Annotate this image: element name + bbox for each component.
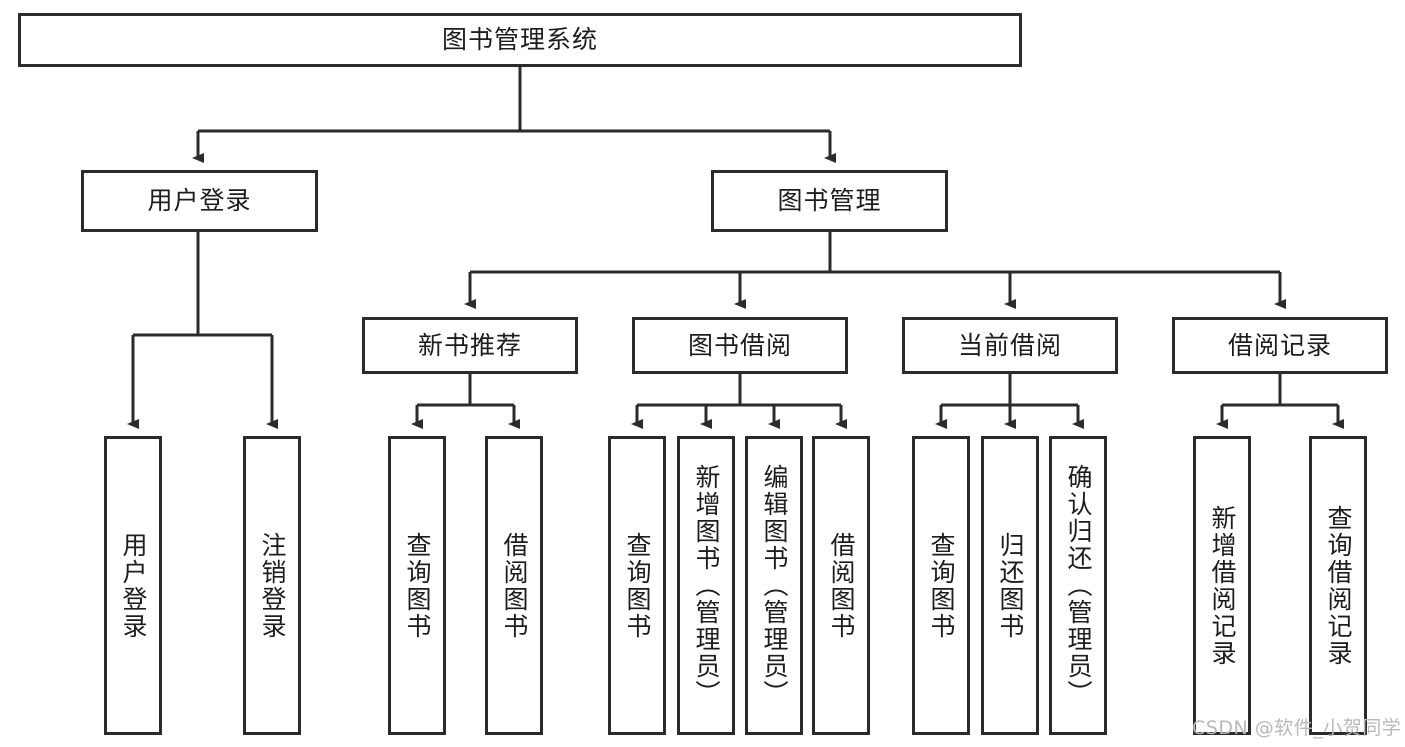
leaf-borrow-query-book[interactable]: 查询图书	[608, 436, 666, 735]
leaf-label: 查询借阅记录	[1324, 504, 1353, 667]
leaf-recommend-query-book[interactable]: 查询图书	[388, 436, 446, 735]
leaf-borrow-edit-book-admin[interactable]: 编辑图书（管理员）	[745, 436, 803, 735]
leaf-label: 编辑图书（管理员）	[760, 464, 789, 707]
node-book-borrow[interactable]: 图书借阅	[632, 317, 848, 374]
leaf-current-query-book[interactable]: 查询图书	[912, 436, 970, 735]
csdn-watermark: CSDN @软件_小贺同学	[1192, 717, 1402, 739]
node-borrow-record[interactable]: 借阅记录	[1172, 317, 1388, 374]
leaf-user-login-signout[interactable]: 注销登录	[243, 436, 301, 735]
node-root-label: 图书管理系统	[441, 25, 598, 55]
node-borrow-record-label: 借阅记录	[1227, 330, 1332, 360]
leaf-label: 注销登录	[258, 531, 287, 640]
leaf-label: 用户登录	[119, 531, 148, 640]
leaf-borrow-add-book-admin[interactable]: 新增图书（管理员）	[677, 436, 735, 735]
node-current-borrow-label: 当前借阅	[957, 330, 1062, 360]
leaf-label: 查询图书	[403, 531, 432, 640]
leaf-borrow-borrow-book[interactable]: 借阅图书	[812, 436, 870, 735]
leaf-label: 确认归还（管理员）	[1064, 464, 1093, 707]
leaf-label: 借阅图书	[500, 531, 529, 640]
leaf-current-confirm-return-admin[interactable]: 确认归还（管理员）	[1049, 436, 1107, 735]
node-current-borrow[interactable]: 当前借阅	[902, 317, 1118, 374]
leaf-user-login-signin[interactable]: 用户登录	[104, 436, 162, 735]
node-book-management-label: 图书管理	[777, 186, 882, 216]
leaf-label: 查询图书	[927, 531, 956, 640]
leaf-label: 借阅图书	[827, 531, 856, 640]
node-book-management[interactable]: 图书管理	[711, 170, 948, 232]
node-user-login[interactable]: 用户登录	[81, 170, 318, 232]
leaf-current-return-book[interactable]: 归还图书	[981, 436, 1039, 735]
node-new-book-recommend[interactable]: 新书推荐	[362, 317, 578, 374]
leaf-label: 查询图书	[623, 531, 652, 640]
leaf-recommend-borrow-book[interactable]: 借阅图书	[485, 436, 543, 735]
node-new-book-recommend-label: 新书推荐	[417, 330, 522, 360]
node-root[interactable]: 图书管理系统	[18, 13, 1022, 67]
leaf-label: 新增借阅记录	[1208, 504, 1237, 667]
node-user-login-label: 用户登录	[147, 186, 252, 216]
leaf-record-add-record[interactable]: 新增借阅记录	[1193, 436, 1251, 735]
node-book-borrow-label: 图书借阅	[687, 330, 792, 360]
leaf-label: 归还图书	[996, 531, 1025, 640]
leaf-record-query-record[interactable]: 查询借阅记录	[1309, 436, 1367, 735]
leaf-label: 新增图书（管理员）	[692, 464, 721, 707]
